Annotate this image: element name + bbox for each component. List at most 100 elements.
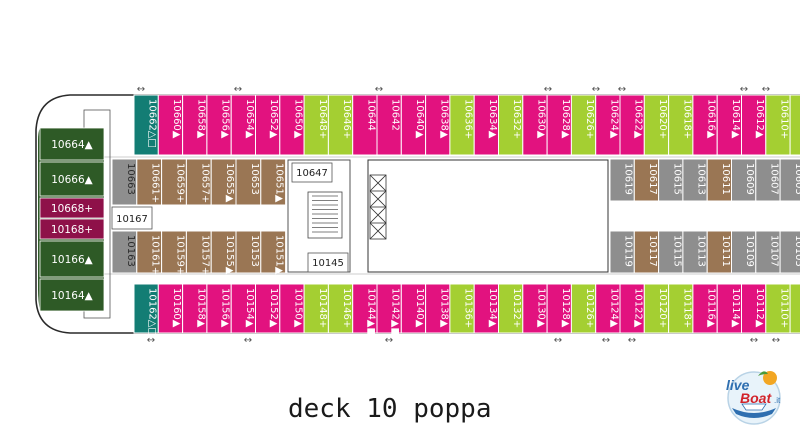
- cabin: 10613: [682, 158, 708, 202]
- cabin: 10655▲: [210, 158, 237, 206]
- cabin: 10610+: [765, 94, 791, 156]
- svg-text:10607: 10607: [768, 163, 779, 195]
- connecting-door-markers-top: ↔↔↔↔↔↔↔↔: [137, 84, 770, 95]
- svg-text:10167: 10167: [116, 214, 148, 225]
- svg-text:10153: 10153: [249, 235, 260, 267]
- svg-text:10663: 10663: [125, 163, 136, 195]
- cabin: 10153: [235, 230, 262, 274]
- svg-text:10157+: 10157+: [199, 235, 210, 275]
- svg-text:10130▲: 10130▲: [535, 288, 546, 328]
- svg-text:10142▲■: 10142▲■: [390, 288, 401, 337]
- cabin: 10646+: [327, 94, 354, 156]
- cabin: 10636+: [449, 94, 475, 156]
- cabin: 10148+: [303, 283, 329, 334]
- svg-text:10653: 10653: [249, 163, 260, 195]
- cabin: 10661+: [136, 158, 163, 206]
- svg-text:10156▲: 10156▲: [220, 288, 231, 328]
- cabin: 10619: [609, 158, 635, 202]
- service-room-10647: 10647: [291, 162, 333, 183]
- svg-text:↔: ↔: [554, 335, 562, 346]
- deck-title: deck 10 poppa: [288, 394, 492, 424]
- cabin: 10110+: [765, 283, 791, 334]
- cabin: 10113: [682, 230, 708, 274]
- cabin: 10155▲: [210, 230, 237, 275]
- svg-text:10617: 10617: [647, 163, 658, 195]
- top-outer-cabin-row: 10662△□10660▲10658▲10656▲10654▲10652▲106…: [133, 94, 800, 156]
- svg-text:10618+: 10618+: [681, 99, 692, 139]
- svg-text:10659+: 10659+: [175, 163, 186, 203]
- stern-cabin: 10668+: [39, 197, 105, 219]
- cabin: 10107: [755, 230, 781, 274]
- cabin: 10160▲: [157, 283, 184, 334]
- cabin: 10115: [658, 230, 684, 274]
- cabin: 10154▲: [230, 283, 256, 334]
- svg-text:10605: 10605: [793, 163, 800, 195]
- svg-text:10162△□: 10162△□: [147, 288, 158, 337]
- svg-text:10661+: 10661+: [150, 163, 161, 203]
- svg-text:10654▲: 10654▲: [244, 99, 255, 139]
- cabin: 10626+: [570, 94, 597, 156]
- cabin: 10128▲: [546, 283, 572, 334]
- svg-text:10638▲: 10638▲: [438, 99, 449, 139]
- svg-text:10658▲: 10658▲: [195, 99, 206, 139]
- svg-text:10146+: 10146+: [341, 288, 352, 328]
- svg-text:10660▲: 10660▲: [171, 99, 182, 139]
- cabin: 10662△□: [133, 94, 159, 156]
- svg-text:↔: ↔: [244, 335, 252, 346]
- cabin: 10134▲: [473, 283, 500, 334]
- svg-text:↔: ↔: [772, 335, 780, 346]
- svg-text:10122▲: 10122▲: [633, 288, 644, 328]
- stern-cabin: 10168+: [39, 218, 105, 240]
- cabin: 10144▲■: [352, 283, 378, 337]
- cabin: 10136+: [449, 283, 475, 334]
- svg-text:10656▲: 10656▲: [220, 99, 231, 139]
- svg-text:10662△□: 10662△□: [147, 99, 158, 148]
- svg-text:10168+: 10168+: [51, 224, 93, 236]
- cabin: 10150▲: [279, 283, 305, 334]
- svg-text:10107: 10107: [768, 235, 779, 267]
- stern-cabin: 10666▲: [39, 161, 105, 197]
- service-room-10145: 10145: [307, 252, 349, 273]
- svg-text:10113: 10113: [696, 235, 707, 267]
- cabin: 10651▲: [260, 158, 287, 206]
- cabin: 10159+: [161, 230, 187, 275]
- connecting-door-markers-bottom: ↔↔↔↔↔↔↔↔: [147, 335, 780, 346]
- svg-text:10150▲: 10150▲: [292, 288, 303, 328]
- cabin: 10105: [779, 230, 800, 274]
- svg-text:10630▲: 10630▲: [535, 99, 546, 139]
- svg-text:10152▲: 10152▲: [268, 288, 279, 328]
- cabin: 10132+: [498, 283, 524, 334]
- service-room-10167: 10167: [111, 206, 153, 230]
- svg-text:10164▲: 10164▲: [51, 290, 93, 302]
- svg-text:10154▲: 10154▲: [244, 288, 255, 328]
- cabin: 10615: [658, 158, 684, 202]
- svg-text:10619: 10619: [623, 163, 634, 195]
- cabin: 10659+: [161, 158, 187, 206]
- svg-text:10611: 10611: [720, 163, 731, 195]
- cabin: 10163: [111, 230, 138, 274]
- cabin: 10658▲: [182, 94, 208, 156]
- cabin: 10111: [706, 230, 733, 274]
- svg-text:10114▲: 10114▲: [730, 288, 741, 328]
- svg-text:10664▲: 10664▲: [51, 139, 93, 151]
- atrium-area: [367, 159, 609, 273]
- svg-text:↔: ↔: [544, 84, 552, 95]
- svg-text:10647: 10647: [296, 168, 328, 179]
- cabin: 10663: [111, 158, 138, 206]
- cabin: 10157+: [185, 230, 212, 275]
- svg-text:10650▲: 10650▲: [292, 99, 303, 139]
- svg-text:10610+: 10610+: [778, 99, 789, 139]
- svg-text:10136+: 10136+: [463, 288, 474, 328]
- cabin: 10140▲: [400, 283, 427, 334]
- cabin: 10126+: [570, 283, 597, 334]
- svg-text:↔: ↔: [762, 84, 770, 95]
- svg-text:10134▲: 10134▲: [487, 288, 498, 328]
- svg-text:10148+: 10148+: [317, 288, 328, 328]
- svg-text:10615: 10615: [671, 163, 682, 195]
- svg-text:10118+: 10118+: [681, 288, 692, 328]
- cabin: 10632+: [498, 94, 524, 156]
- cabin: 10156▲: [206, 283, 232, 334]
